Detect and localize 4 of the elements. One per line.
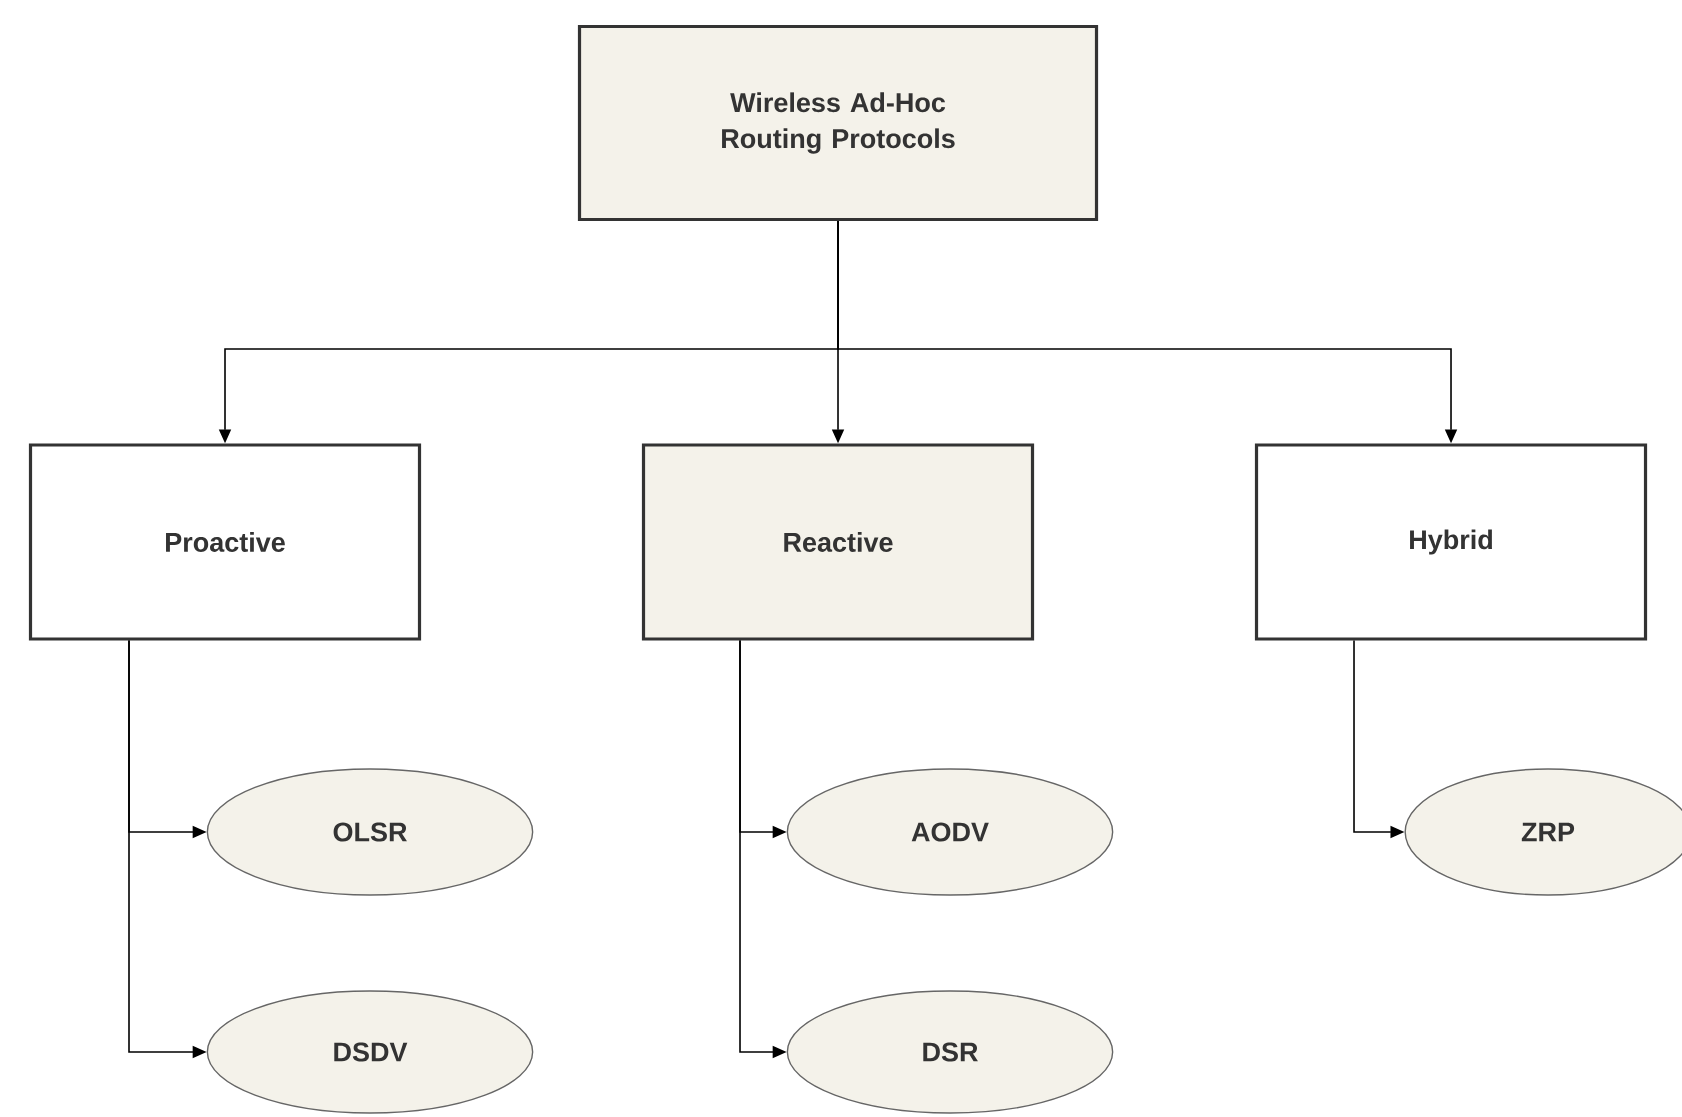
category-box: Reactive bbox=[641, 443, 1035, 641]
category-box: Proactive bbox=[28, 443, 422, 641]
category-box: Hybrid bbox=[1254, 443, 1648, 641]
category-box: Wireless Ad-Hoc Routing Protocols bbox=[577, 24, 1099, 222]
